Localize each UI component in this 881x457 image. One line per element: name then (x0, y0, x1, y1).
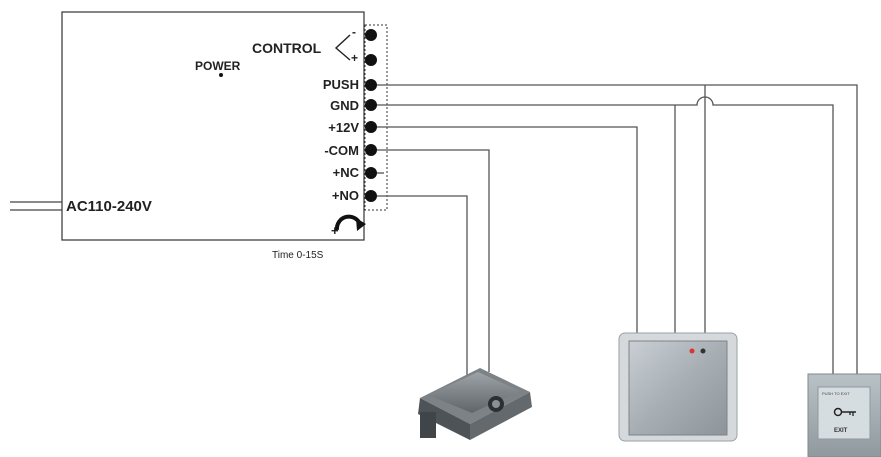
terminal-block (365, 29, 377, 202)
terminal-nc (365, 167, 377, 179)
terminal-label-no: +NO (331, 188, 359, 203)
exit-button-top-text: PUSH TO EXIT (822, 391, 850, 396)
timer-arrow-head (356, 218, 366, 231)
electric-lock-image (418, 368, 532, 440)
timer-plus-label: + (331, 223, 339, 238)
terminal-control-minus (365, 29, 377, 41)
wires (377, 84, 858, 380)
terminal-label-push: PUSH (322, 77, 359, 92)
terminal-label-nc: +NC (332, 165, 359, 180)
control-label: CONTROL (252, 40, 322, 56)
terminal-label-gnd: GND (330, 98, 359, 113)
wire-gnd (377, 96, 834, 375)
power-label: POWER (195, 59, 241, 73)
terminal-gnd (365, 99, 377, 111)
power-supply-box (61, 11, 365, 241)
wire-com (377, 149, 490, 372)
terminal-no (365, 190, 377, 202)
terminal-push (365, 79, 377, 91)
control-plus-label: + (351, 51, 359, 65)
exit-button-label: EXIT (834, 428, 848, 434)
terminal-control-plus (365, 54, 377, 66)
exit-button-image (807, 373, 881, 457)
ac-input-label: AC110-240V (66, 198, 152, 215)
card-reader-image (618, 332, 738, 442)
wire-push (377, 84, 858, 375)
terminal-12v (365, 121, 377, 133)
wire-12v (377, 126, 638, 335)
control-minus-label: - (352, 25, 356, 39)
terminal-label-com: -COM (324, 143, 359, 158)
timer-label: Time 0-15S (272, 250, 324, 261)
ac-input-wires (10, 201, 62, 211)
terminal-com (365, 144, 377, 156)
wire-no (377, 195, 468, 380)
control-bracket (334, 34, 351, 61)
terminal-strip-frame (364, 24, 388, 211)
terminal-label-12v: +12V (328, 120, 359, 135)
power-indicator-dot (219, 73, 223, 77)
